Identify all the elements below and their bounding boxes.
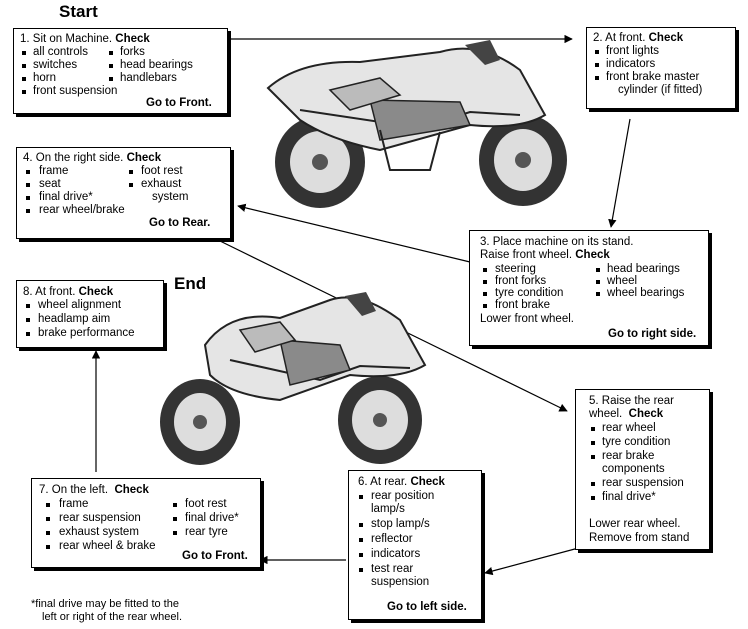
step-6-go: Go to left side. <box>387 601 467 613</box>
step-5-lower: Lower rear wheel. <box>589 518 681 530</box>
list-item: handlebars <box>120 72 177 84</box>
list-item: rear wheel/brake <box>39 204 125 216</box>
list-item: front brake master <box>606 71 700 83</box>
step-6-box: 6. At rear. Check rear position lamp/s s… <box>348 470 482 620</box>
list-item: rear brake <box>602 450 655 462</box>
step-7-title: 7. On the left. <box>39 484 109 496</box>
list-item: steering <box>495 263 536 275</box>
list-item: exhaust <box>141 178 182 190</box>
footnote-line-1: *final drive may be fitted to the <box>31 598 179 610</box>
list-item: all controls <box>33 46 88 58</box>
list-item: foot rest <box>141 165 183 177</box>
step-8-box: 8. At front. Check wheel alignment headl… <box>16 280 164 348</box>
list-item: rear wheel <box>602 422 656 434</box>
step-1-title: 1. Sit on Machine. <box>20 33 113 45</box>
list-item: final drive* <box>602 491 656 503</box>
step-5-check: Check <box>628 408 664 420</box>
step-4-box: 4. On the right side. Check frame seat f… <box>16 147 231 239</box>
list-item: indicators <box>606 58 656 70</box>
step-7-go: Go to Front. <box>182 550 248 562</box>
list-item: reflector <box>371 533 413 545</box>
step-5-remove: Remove from stand <box>589 532 690 544</box>
list-item: front suspension <box>33 85 118 97</box>
step-5-line2: wheel. <box>589 408 623 420</box>
list-item: rear tyre <box>185 526 228 538</box>
step-7-box: 7. On the left. Check frame rear suspens… <box>31 478 261 568</box>
list-item: front brake <box>495 299 550 311</box>
step-8-title: 8. At front. <box>23 286 76 298</box>
list-item: foot rest <box>185 498 227 510</box>
list-item: rear suspension <box>59 512 141 524</box>
step-2-box: 2. At front. Check front lights indicato… <box>586 27 736 109</box>
list-item: horn <box>33 72 57 84</box>
arrow-2-to-3 <box>608 118 631 228</box>
step-3-title: 3. Place machine on its stand. <box>480 236 634 248</box>
list-item: head bearings <box>607 263 680 275</box>
step-8-check: Check <box>78 286 114 298</box>
step-6-check: Check <box>410 476 445 488</box>
step-2-check: Check <box>648 32 684 44</box>
list-item: switches <box>33 59 78 71</box>
list-item: wheel <box>607 275 638 287</box>
arrow-3-to-4 <box>237 203 471 263</box>
step-2-title: 2. At front. <box>593 32 646 44</box>
step-6-title: 6. At rear. <box>358 476 408 488</box>
list-item: front forks <box>495 275 547 287</box>
list-item-cont: components <box>602 463 665 475</box>
step-3-go: Go to right side. <box>608 328 697 340</box>
list-item: exhaust system <box>59 526 139 538</box>
list-item: brake performance <box>38 327 135 339</box>
list-item: rear suspension <box>602 477 684 489</box>
list-item-cont: system <box>152 191 189 203</box>
step-3-line2: Raise front wheel. <box>480 249 573 261</box>
list-item: wheel bearings <box>607 287 685 299</box>
step-4-title: 4. On the right side. <box>23 152 124 164</box>
step-4-check: Check <box>126 152 162 164</box>
list-item: frame <box>59 498 89 510</box>
list-item-cont: cylinder (if fitted) <box>618 84 703 96</box>
list-item: frame <box>39 165 69 177</box>
step-1-box: 1. Sit on Machine. Check all controls sw… <box>13 28 228 114</box>
list-item: headlamp aim <box>38 313 111 325</box>
footnote-line-2: left or right of the rear wheel. <box>42 611 183 623</box>
list-item: forks <box>120 46 145 58</box>
list-item: final drive* <box>39 191 93 203</box>
step-4-go: Go to Rear. <box>149 217 211 229</box>
list-item: tyre condition <box>602 436 671 448</box>
list-item: front lights <box>606 45 660 57</box>
step-7-check: Check <box>114 484 149 496</box>
step-1-check: Check <box>115 33 150 45</box>
list-item: test rear <box>371 563 414 575</box>
list-item: seat <box>39 178 61 190</box>
arrow-5-to-6 <box>484 545 587 576</box>
step-1-go: Go to Front. <box>146 97 212 109</box>
list-item-cont: suspension <box>371 576 430 588</box>
list-item: wheel alignment <box>38 299 122 311</box>
list-item: final drive* <box>185 512 239 524</box>
list-item: head bearings <box>120 59 193 71</box>
list-item: rear position <box>371 490 435 502</box>
list-item: indicators <box>371 548 421 560</box>
step-3-lower: Lower front wheel. <box>480 313 574 325</box>
step-5-box: 5. Raise the rear wheel. Check rear whee… <box>575 389 710 550</box>
list-item: rear wheel & brake <box>59 540 156 552</box>
step-3-check: Check <box>575 249 610 261</box>
end-label: End <box>174 274 207 293</box>
start-label: Start <box>59 2 98 21</box>
step-3-box: 3. Place machine on its stand. Raise fro… <box>469 230 709 346</box>
list-item-cont: lamp/s <box>371 503 405 515</box>
list-item: stop lamp/s <box>371 518 430 530</box>
step-5-title: 5. Raise the rear <box>589 395 675 407</box>
list-item: tyre condition <box>495 287 564 299</box>
